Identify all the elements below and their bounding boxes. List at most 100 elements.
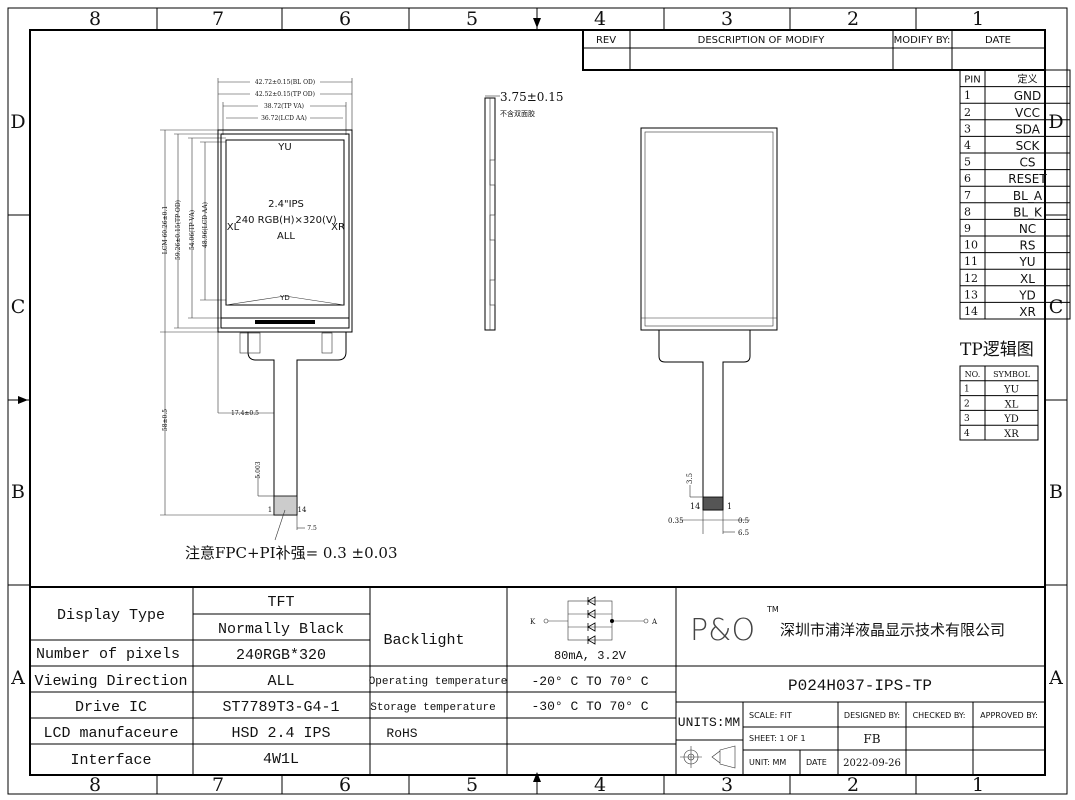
revision-table: REV DESCRIPTION OF MODIFY MODIFY BY: DAT…: [582, 29, 1046, 71]
svg-text:Display Type: Display Type: [57, 607, 165, 624]
table-header: 定义: [1018, 73, 1038, 86]
svg-text:Interface: Interface: [70, 752, 151, 769]
svg-text:ST7789T3-G4-1: ST7789T3-G4-1: [222, 699, 339, 716]
svg-text:14: 14: [690, 502, 700, 511]
svg-text:ALL: ALL: [267, 673, 294, 690]
svg-text:5: 5: [466, 774, 478, 796]
svg-text:XR: XR: [1019, 305, 1036, 319]
svg-text:D: D: [1048, 111, 1063, 133]
svg-text:XL: XL: [1020, 272, 1035, 286]
svg-text:DATE: DATE: [985, 35, 1011, 46]
svg-text:6.5: 6.5: [738, 529, 749, 537]
svg-text:6: 6: [339, 8, 351, 30]
svg-text:8: 8: [964, 205, 971, 218]
svg-text:GND: GND: [1014, 89, 1042, 103]
svg-text:B: B: [11, 481, 25, 503]
svg-text:7.5: 7.5: [307, 525, 317, 532]
svg-text:4: 4: [964, 139, 971, 152]
svg-text:HSD 2.4 IPS: HSD 2.4 IPS: [231, 725, 330, 742]
svg-text:CS: CS: [1020, 156, 1036, 170]
svg-text:Number of pixels: Number of pixels: [36, 646, 180, 663]
tp-table-title: TP逻辑图: [960, 340, 1034, 360]
svg-text:1: 1: [727, 502, 732, 511]
svg-text:A: A: [1048, 667, 1063, 689]
svg-text:80mA, 3.2V: 80mA, 3.2V: [554, 649, 627, 663]
svg-text:Drive IC: Drive IC: [75, 699, 147, 716]
svg-text:2: 2: [964, 106, 971, 119]
svg-text:YD: YD: [279, 294, 290, 302]
svg-text:Backlight: Backlight: [383, 632, 464, 649]
svg-text:14: 14: [964, 305, 978, 318]
svg-text:240 RGB(H)×320(V): 240 RGB(H)×320(V): [235, 215, 336, 226]
svg-text:5: 5: [466, 8, 478, 30]
svg-text:XL: XL: [1005, 399, 1019, 410]
svg-text:7: 7: [964, 189, 971, 202]
svg-text:2: 2: [847, 8, 859, 30]
svg-text:58±0.5: 58±0.5: [162, 409, 169, 431]
svg-text:P024H037-IPS-TP: P024H037-IPS-TP: [788, 677, 932, 695]
svg-text:3: 3: [721, 8, 733, 30]
center-mark-icon: [533, 18, 541, 28]
svg-text:CHECKED BY:: CHECKED BY:: [913, 711, 966, 720]
svg-text:C: C: [11, 296, 26, 318]
svg-text:LCM 60.26±0.1: LCM 60.26±0.1: [162, 206, 169, 254]
front-view-drawing: 42.72±0.15(BL OD) 42.52±0.15(TP OD) 38.7…: [160, 78, 398, 562]
table-row: 1 GND: [964, 89, 1041, 103]
svg-text:59.26±0.15(TP OD): 59.26±0.15(TP OD): [175, 200, 182, 260]
title-block: P&O TM 深圳市浦洋液晶显示技术有限公司 P024H037-IPS-TP U…: [678, 605, 1038, 769]
svg-text:1: 1: [964, 89, 971, 102]
svg-text:5: 5: [964, 156, 971, 169]
table-header: NO.: [965, 370, 981, 379]
side-view-drawing: 3.75±0.15 不含双面胶: [484, 90, 564, 331]
svg-text:VCC: VCC: [1015, 106, 1040, 120]
svg-text:FB: FB: [863, 732, 880, 746]
table-row: 7 BL_A: [964, 189, 1043, 203]
svg-text:Storage temperature: Storage temperature: [370, 702, 495, 714]
svg-text:YU: YU: [277, 142, 291, 153]
svg-text:YU: YU: [1018, 255, 1035, 269]
svg-text:8: 8: [89, 8, 101, 30]
svg-text:TM: TM: [766, 605, 779, 614]
svg-text:0.5: 0.5: [738, 517, 749, 525]
svg-text:11: 11: [964, 255, 978, 268]
table-row: 8 BL_K: [964, 205, 1043, 219]
svg-text:240RGB*320: 240RGB*320: [236, 647, 326, 664]
svg-text:YD: YD: [1018, 288, 1036, 302]
svg-text:2: 2: [964, 399, 970, 409]
svg-text:14: 14: [298, 506, 307, 514]
company-logo: P&O: [690, 613, 755, 648]
svg-text:A: A: [10, 667, 25, 689]
svg-text:Viewing Direction: Viewing Direction: [34, 673, 187, 690]
table-header: PIN: [964, 75, 980, 86]
svg-text:D: D: [10, 111, 25, 133]
svg-text:BL_A: BL_A: [1013, 189, 1043, 203]
svg-text:A: A: [651, 618, 658, 626]
svg-text:BL_K: BL_K: [1013, 205, 1043, 219]
svg-text:1: 1: [972, 774, 984, 796]
svg-text:8: 8: [89, 774, 101, 796]
svg-text:7: 7: [212, 774, 224, 796]
svg-text:2.4"IPS: 2.4"IPS: [268, 199, 304, 210]
svg-text:DATE: DATE: [806, 758, 827, 767]
svg-text:REV: REV: [596, 35, 616, 46]
table-header: SYMBOL: [993, 370, 1031, 379]
svg-text:SHEET: 1 OF 1: SHEET: 1 OF 1: [749, 734, 806, 743]
svg-text:4: 4: [594, 8, 606, 30]
svg-text:3: 3: [964, 122, 971, 135]
svg-text:Normally Black: Normally Black: [218, 621, 344, 638]
svg-text:38.72(TP VA): 38.72(TP VA): [264, 103, 304, 110]
svg-text:SCK: SCK: [1016, 139, 1041, 153]
svg-text:0.35: 0.35: [668, 517, 684, 525]
svg-text:17.4±0.5: 17.4±0.5: [231, 410, 259, 417]
